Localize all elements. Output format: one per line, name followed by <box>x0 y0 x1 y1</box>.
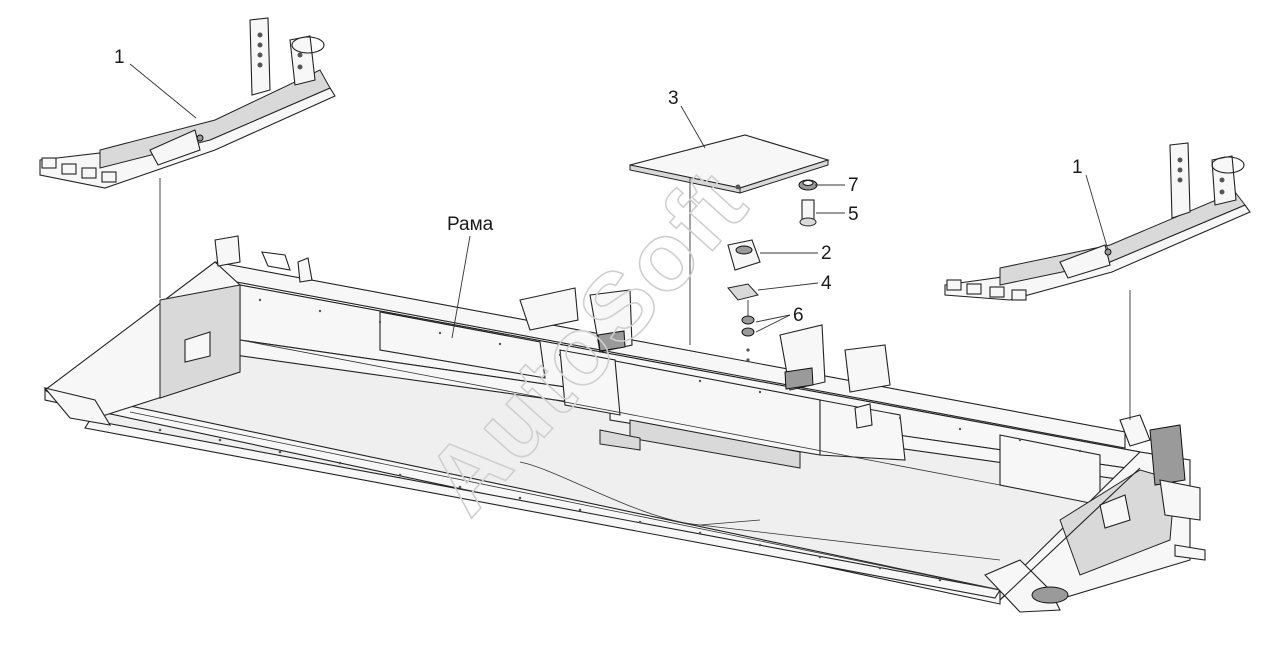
callout-1-left: 1 <box>114 47 125 68</box>
callout-1-right: 1 <box>1072 157 1083 178</box>
left-skid-part <box>39 17 336 298</box>
right-skid-rollers <box>946 279 1027 301</box>
main-frame <box>43 235 1206 613</box>
plate-part <box>629 134 830 345</box>
hardware-stack <box>727 179 818 337</box>
leader-lines <box>129 63 1109 339</box>
frame-label: Рама <box>447 214 494 235</box>
right-skid-part <box>944 142 1251 420</box>
callout-7: 7 <box>848 175 859 196</box>
rivets <box>158 298 1082 582</box>
callout-5: 5 <box>848 204 859 225</box>
callout-2: 2 <box>821 243 832 264</box>
callout-4: 4 <box>821 273 832 294</box>
callout-6: 6 <box>793 305 804 326</box>
left-skid-rollers <box>41 157 117 183</box>
callout-labels: 1 1 2 3 4 5 6 7 Рама <box>114 47 1083 326</box>
callout-3: 3 <box>668 88 679 109</box>
